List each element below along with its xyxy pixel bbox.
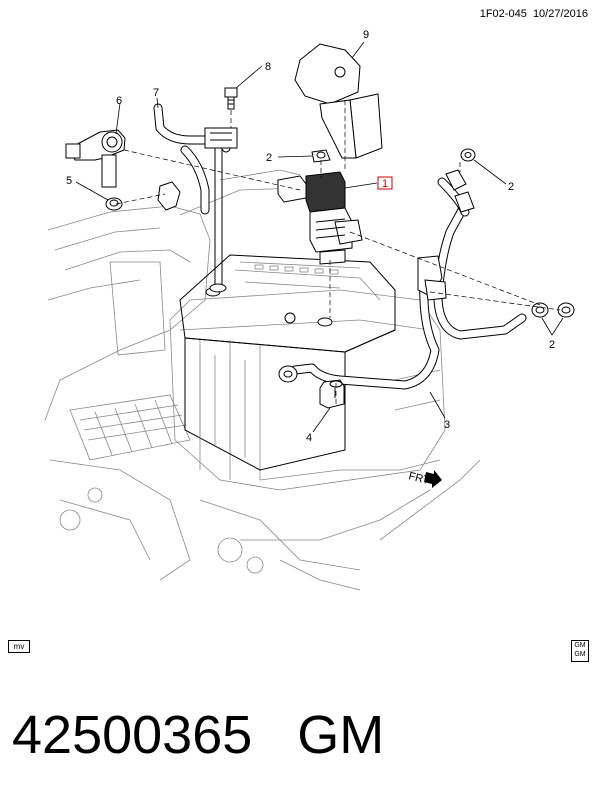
- figure-stamp: 1F02-045 10/27/2016: [480, 8, 588, 20]
- callout-9: 9: [363, 29, 369, 41]
- nuts-2-right: [460, 148, 575, 318]
- callout-3: 3: [444, 419, 450, 431]
- negative-cable: [153, 103, 238, 293]
- nut-4: [319, 379, 345, 409]
- gm-logo-bottom: GM: [574, 651, 586, 658]
- front-arrow-icon: [424, 470, 442, 488]
- callout-7: 7: [153, 87, 159, 99]
- callout-1: 1: [382, 178, 388, 190]
- gm-logo-top: GM: [574, 642, 586, 649]
- sensor-6: [65, 129, 126, 188]
- front-label: FRT: [407, 470, 431, 487]
- explode-lines: [115, 100, 561, 404]
- gm-logo: GM GM: [571, 640, 589, 662]
- cover-9: [294, 43, 383, 159]
- positive-cable: [278, 169, 527, 390]
- callout-5: 5: [66, 175, 72, 187]
- callout-8: 8: [265, 61, 271, 73]
- figure-id: 1F02-045: [479, 8, 527, 20]
- callout-2-center: 2: [266, 152, 272, 164]
- battery-tray: [169, 289, 446, 491]
- callout-6: 6: [116, 95, 122, 107]
- clip-near-5: [157, 181, 181, 211]
- callout-4: 4: [306, 432, 312, 444]
- part-number: 42500365: [12, 705, 253, 765]
- bolt-8: [224, 87, 238, 110]
- callout-2-right-bottom: 2: [549, 339, 555, 351]
- fuse-block: [277, 171, 363, 265]
- engine-bay-lines: [44, 169, 481, 591]
- callout-2-right-top: 2: [508, 181, 514, 193]
- nut-5: [105, 197, 123, 211]
- mv-mark: mv: [8, 640, 30, 653]
- figure-date: 10/27/2016: [532, 8, 588, 20]
- callout-1-box: [377, 176, 393, 190]
- front-direction-arrow: FRT: [407, 470, 442, 488]
- brand-name: GM: [297, 705, 385, 765]
- nut-2-center: [311, 149, 331, 163]
- part-number-caption: 42500365 GM: [12, 704, 384, 766]
- leader-lines: [75, 41, 564, 433]
